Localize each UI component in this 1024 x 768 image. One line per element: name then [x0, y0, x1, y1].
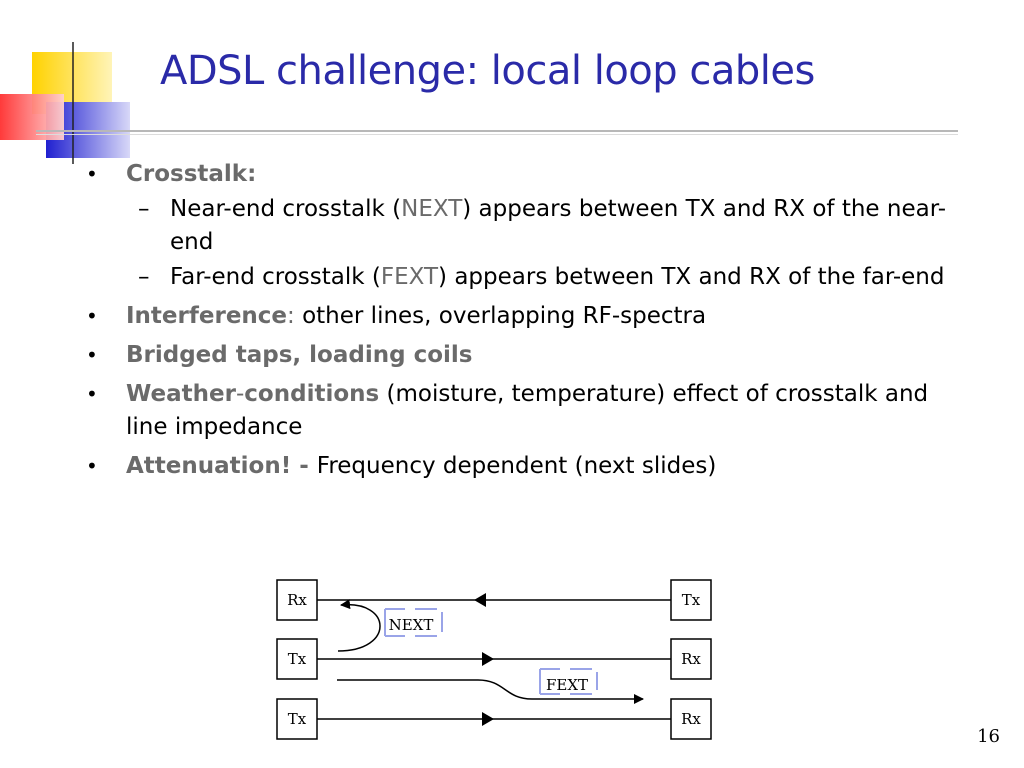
bullet-dot: • [86, 454, 98, 478]
box-right-mid: Rx [670, 638, 712, 680]
crosstalk-heading: Crosstalk: [126, 161, 257, 187]
arrow-bot [482, 712, 494, 726]
next-coupling-curve [337, 599, 381, 652]
subbullet-next: – Near-end crosstalk (NEXT) appears betw… [86, 193, 946, 259]
sub-dash: – [138, 264, 150, 290]
bullet-dot: • [86, 162, 98, 186]
subbullet-fext: – Far-end crosstalk (FEXT) appears betwe… [86, 261, 946, 294]
box-right-bot-label: Rx [681, 710, 701, 728]
bullet-bridged-taps: • Bridged taps, loading coils [86, 339, 946, 372]
interference-text: other lines, overlapping RF-spectra [294, 303, 707, 329]
deco-red-square [0, 94, 64, 140]
crosstalk-diagram: Rx Tx Tx Tx Rx Rx [276, 579, 712, 740]
arrow-top [474, 593, 486, 607]
bullet-weather: • Weather-conditions (moisture, temperat… [86, 378, 946, 444]
title-rule [36, 130, 958, 132]
fext-text-pre: Far-end crosstalk ( [170, 264, 381, 290]
attenuation-text: Frequency dependent (next slides) [316, 453, 717, 479]
bullet-list: • Crosstalk: – Near-end crosstalk (NEXT)… [86, 152, 946, 483]
weather-heading-b: conditions [244, 381, 380, 407]
bullet-attenuation: • Attenuation! - Frequency dependent (ne… [86, 450, 946, 483]
box-right-top-label: Tx [682, 591, 701, 609]
box-right-top: Tx [670, 579, 712, 621]
attenuation-heading: Attenuation! - [126, 453, 317, 479]
page-number: 16 [977, 726, 1000, 747]
fext-text-post: ) appears between TX and RX of the far-e… [438, 264, 945, 290]
bullet-interference: • Interference: other lines, overlapping… [86, 300, 946, 333]
next-label-group: NEXT [384, 608, 443, 637]
slide-title: ADSL challenge: local loop cables [160, 48, 815, 94]
next-acronym: NEXT [401, 196, 463, 222]
box-left-mid-label: Tx [288, 650, 307, 668]
next-text-pre: Near-end crosstalk ( [170, 196, 402, 222]
arrow-mid [482, 652, 494, 666]
weather-text: (moisture, temperature) effect of crosst… [126, 381, 929, 440]
sub-dash: – [138, 196, 150, 222]
box-right-mid-label: Rx [681, 650, 701, 668]
fext-label: FEXT [546, 676, 588, 694]
box-left-bot: Tx [276, 698, 318, 740]
box-left-top: Rx [276, 579, 318, 621]
weather-sep: - [235, 381, 245, 407]
fext-label-group: FEXT [539, 668, 598, 695]
corner-decoration [0, 42, 130, 164]
bullet-dot: • [86, 304, 98, 328]
box-left-bot-label: Tx [288, 710, 307, 728]
bridged-heading: Bridged taps, loading coils [126, 342, 473, 368]
box-right-bot: Rx [670, 698, 712, 740]
fext-coupling-curve [337, 679, 644, 704]
next-label: NEXT [389, 616, 434, 634]
weather-heading-a: Weather [126, 381, 236, 407]
interference-heading: Interference [126, 303, 288, 329]
box-left-top-label: Rx [287, 591, 307, 609]
bullet-dot: • [86, 343, 98, 367]
box-left-mid: Tx [276, 638, 318, 680]
title-rule-shadow [36, 134, 958, 135]
bullet-dot: • [86, 382, 98, 406]
interference-sep: : [287, 303, 295, 329]
fext-acronym: FEXT [380, 264, 439, 290]
bullet-crosstalk: • Crosstalk: [86, 158, 946, 191]
next-text-post: ) appears between TX and RX of the near-… [170, 196, 946, 255]
